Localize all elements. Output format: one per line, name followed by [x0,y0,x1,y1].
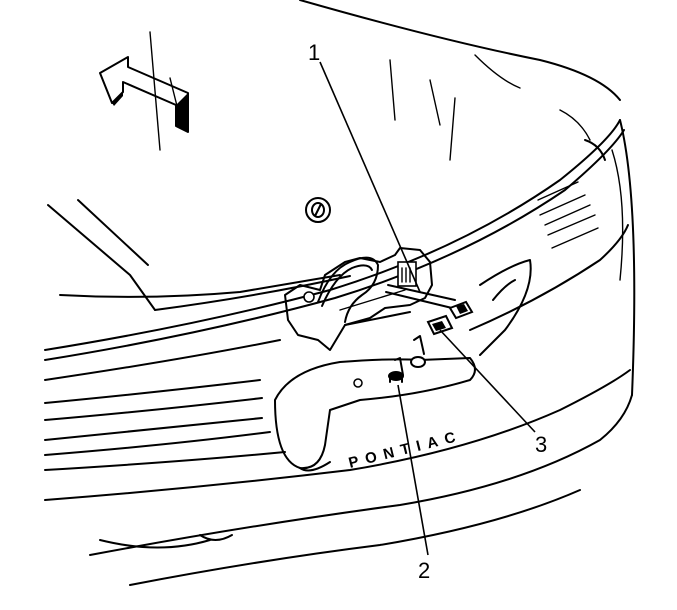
clip-icon [426,314,454,336]
lock-cylinder-icon [305,197,331,223]
license-pocket: PONTIAC [274,259,532,472]
front-arrow-icon [99,56,189,133]
bumper-fascia [44,109,636,586]
fastener-parts [388,300,474,383]
leader-lines [319,61,536,556]
callout-1: 1 [308,40,320,65]
clip-icon [448,300,474,320]
callout-2: 2 [418,558,430,583]
callout-3: 3 [535,432,547,457]
bolt-icon [410,335,426,368]
latch-assembly [284,247,456,351]
bolt-icon [388,357,404,383]
deck-lid [47,0,621,311]
